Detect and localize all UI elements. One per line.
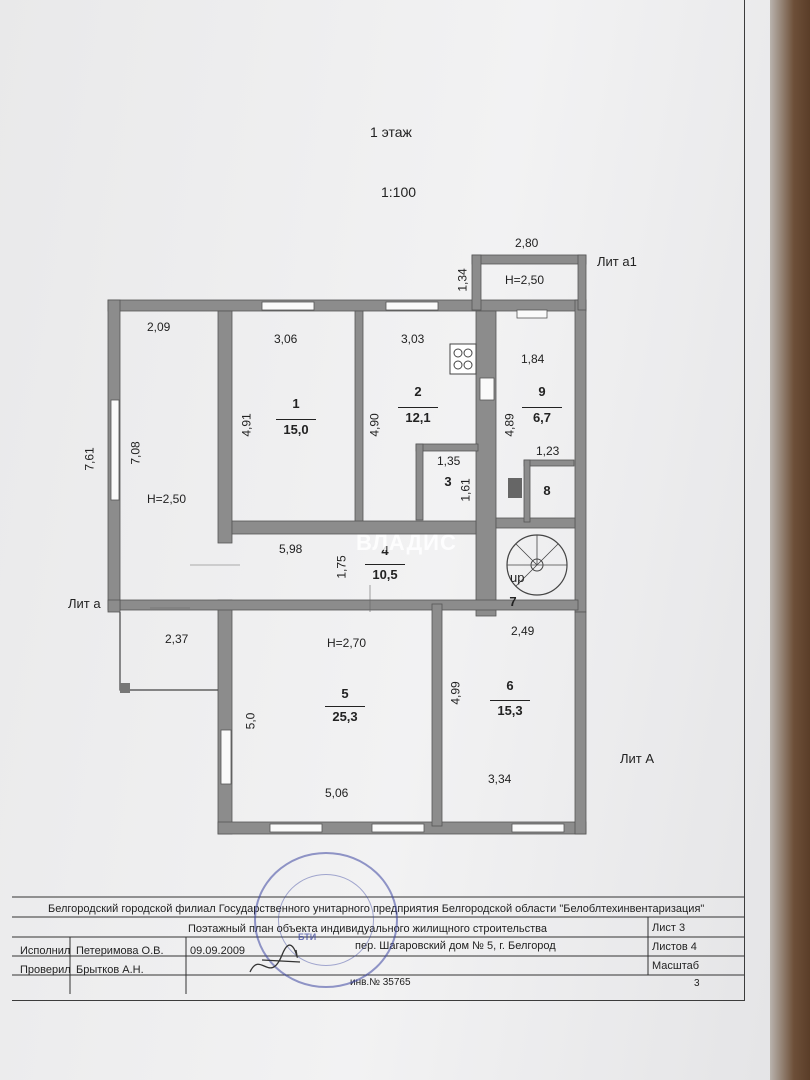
dim-1-84: 1,84 (521, 352, 545, 366)
dim-3-06: 3,06 (274, 332, 298, 346)
dim-2-80: 2,80 (515, 236, 539, 250)
dim-3-34: 3,34 (488, 772, 512, 786)
dim-1-35: 1,35 (437, 454, 461, 468)
room-7-number: 7 (509, 594, 517, 609)
sheets-count: Листов 4 (652, 941, 697, 953)
room-1-area: 15,0 (276, 419, 316, 437)
dim-1-23: 1,23 (536, 444, 560, 458)
floor-label: 1 этаж (370, 124, 412, 140)
lit-a1-label: Лит а1 (597, 254, 637, 269)
inventory-number: инв.№ 35765 (350, 977, 411, 988)
room-2-area: 12,1 (398, 407, 438, 425)
page-number: 3 (694, 978, 700, 989)
lit-A-label: Лит А (620, 751, 655, 766)
room-5-area: 25,3 (325, 706, 365, 724)
bti-stamp: БТИ (254, 852, 398, 988)
room-3-number: 3 (444, 474, 452, 489)
scale-label: 1:100 (381, 184, 417, 200)
room-6-number: 6 (506, 678, 514, 693)
dim-3-03: 3,03 (401, 332, 425, 346)
height-main: H=2,70 (327, 636, 367, 650)
room-9-area: 6,7 (522, 407, 562, 425)
stair-up-label: up (510, 570, 525, 585)
watermark: ВЛАДИС (356, 530, 457, 555)
executor-name: Петеримова О.В. (76, 945, 164, 957)
room-6-area: 15,3 (490, 700, 530, 718)
height-annex: H=2,50 (505, 273, 545, 287)
lit-a-label: Лит а (68, 596, 101, 611)
room-2-number: 2 (414, 384, 422, 399)
scale-cell-label: Масштаб (652, 960, 700, 972)
executor-label: Исполнил (20, 945, 71, 957)
dim-2-49: 2,49 (511, 624, 535, 638)
dim-2-37: 2,37 (165, 632, 189, 646)
room-4-number: 4 (381, 543, 389, 558)
drawing-frame (12, 0, 745, 1001)
sheet-number: Лист 3 (652, 922, 686, 934)
dim-2-09: 2,09 (147, 320, 171, 334)
room-9-number: 9 (538, 384, 546, 399)
date: 09.09.2009 (190, 945, 246, 957)
room-5-number: 5 (341, 686, 349, 701)
checker-label: Проверил (20, 964, 71, 976)
table-surface (770, 0, 810, 1080)
room-1-number: 1 (292, 396, 300, 411)
stamp-center-text: БТИ (298, 932, 317, 942)
stamp-inner-ring (278, 874, 374, 966)
dim-5-06: 5,06 (325, 786, 349, 800)
address: пер. Шагаровский дом № 5, г. Белгород (355, 940, 556, 952)
room-4-area: 10,5 (365, 564, 405, 582)
dim-5-98: 5,98 (279, 542, 303, 556)
height-left: H=2,50 (147, 492, 187, 506)
room-8-number: 8 (543, 483, 551, 498)
checker-name: Брытков А.Н. (76, 964, 144, 976)
